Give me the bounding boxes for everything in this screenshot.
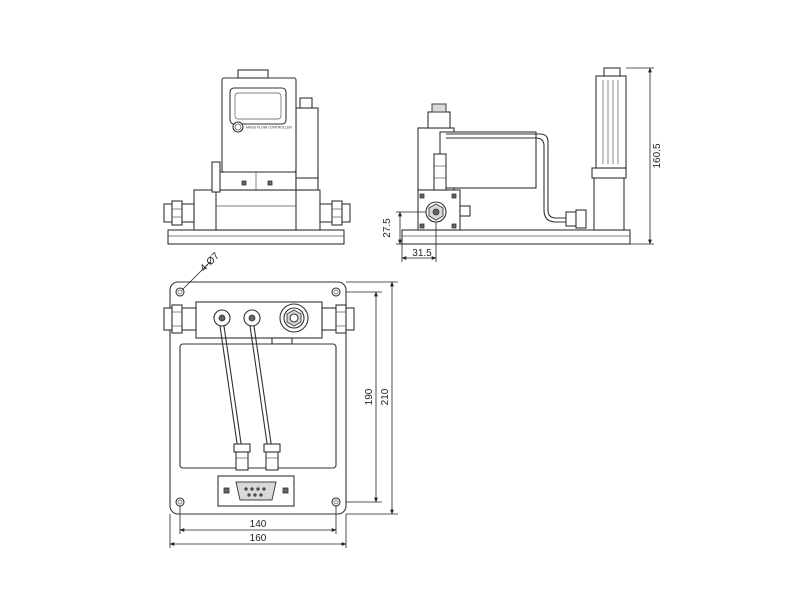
dim-width-inner: 140 [250, 519, 267, 530]
outlet-fitting [321, 304, 355, 334]
front-base-plate [167, 229, 345, 245]
side-cylinder [595, 75, 627, 169]
dim-width-outer: 160 [250, 533, 267, 544]
logo-icon [232, 121, 244, 133]
mount-hole [331, 497, 341, 507]
side-right-block [593, 175, 625, 231]
front-view: MASS FLOW CONTROLLER [163, 69, 351, 245]
dim-side-h-offset: 27.5 [382, 218, 393, 238]
side-tube [446, 133, 566, 219]
front-right-fitting [319, 200, 351, 226]
front-left-fitting [163, 200, 195, 226]
recessed-panel [179, 343, 337, 469]
side-view: 160.5 27.5 31.5 [382, 67, 663, 262]
dim-hole-dia: 4-Ø7 [198, 250, 222, 274]
top-view: 4-Ø7 190 210 140 160 [163, 250, 398, 548]
dim-height-side: 160.5 [652, 143, 663, 168]
hole-leader [181, 261, 211, 291]
side-enclosure [439, 131, 537, 189]
dim-height-inner: 190 [364, 388, 375, 405]
mount-hole [331, 287, 341, 297]
badge-label: MASS FLOW CONTROLLER [246, 126, 292, 130]
dim-height-outer: 210 [380, 388, 391, 405]
display-window [229, 87, 287, 125]
mount-hole [175, 497, 185, 507]
dsub-connector [235, 481, 277, 501]
inlet-fitting [163, 304, 197, 334]
dim-side-w-offset: 31.5 [412, 248, 432, 259]
side-base-plate [401, 229, 631, 245]
front-right-column [295, 107, 319, 179]
